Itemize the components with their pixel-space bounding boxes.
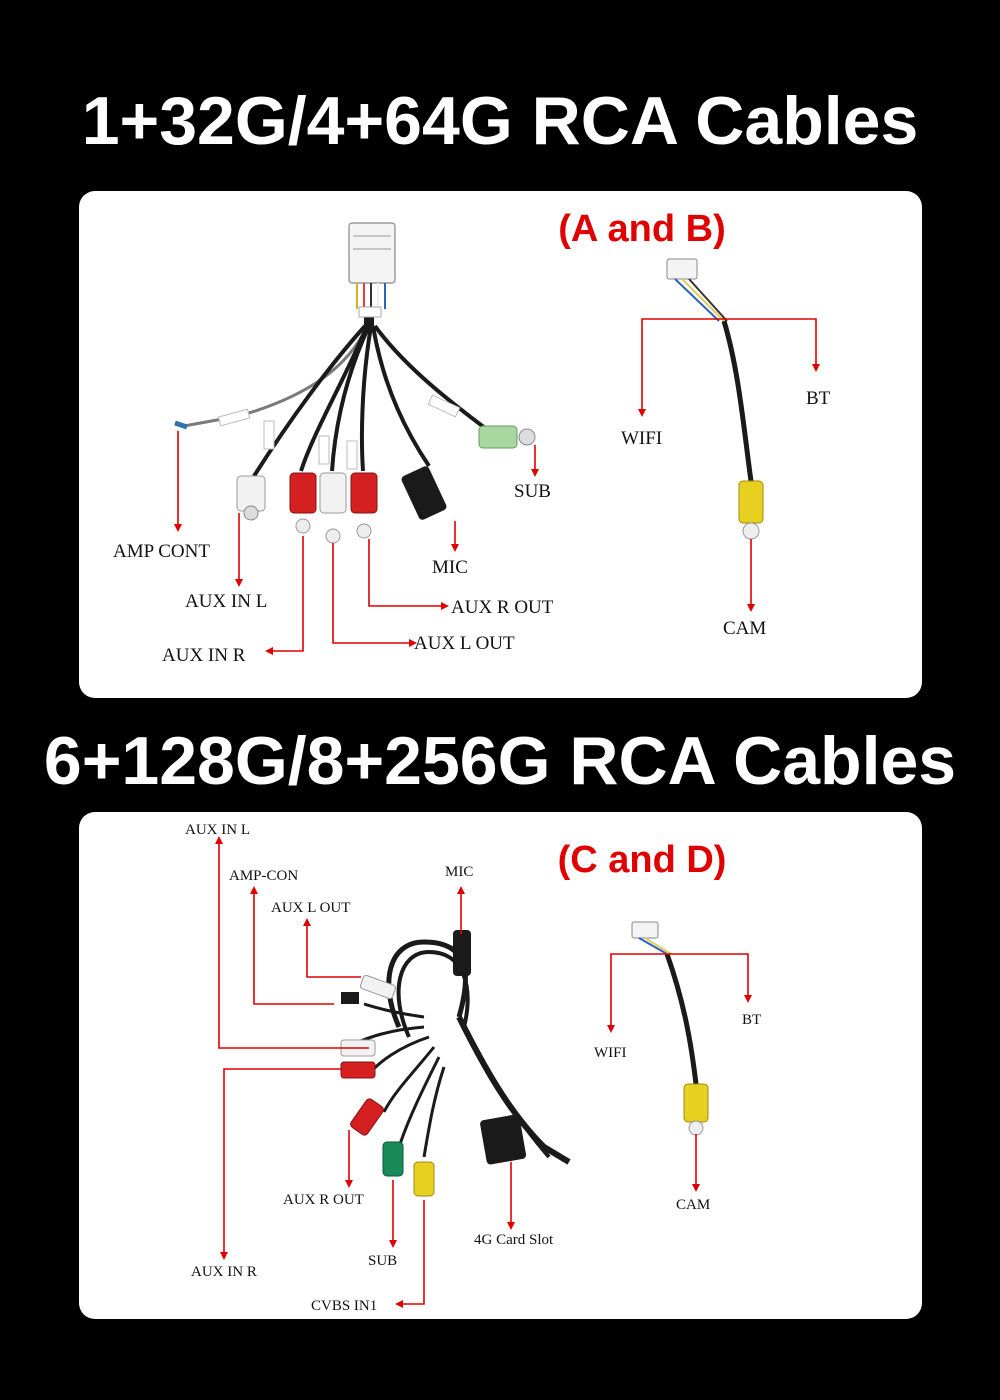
subtitle-c-d: (C and D) (558, 839, 727, 881)
label-aux-in-r-cd: AUX IN R (191, 1264, 257, 1280)
rca-yellow-cvbs (413, 1161, 435, 1197)
cable-diagram-c-d: (C and D) AUX IN L AMP-CON AUX L OUT MIC… (79, 812, 922, 1319)
rca-green-sub-cd (382, 1141, 404, 1177)
amp-con-plug (341, 992, 359, 1004)
label-4g-card-slot: 4G Card Slot (474, 1232, 554, 1248)
label-aux-r-out-cd: AUX R OUT (283, 1192, 364, 1208)
label-sub-cd: SUB (368, 1253, 397, 1269)
label-wifi-cd: WIFI (594, 1045, 627, 1061)
cable-diagram-c-d-svg: (C and D) AUX IN L AMP-CON AUX L OUT MIC… (185, 822, 761, 1314)
label-aux-r-out: AUX R OUT (451, 597, 554, 618)
label-wifi: WIFI (621, 428, 662, 449)
main-harness-cd (215, 836, 571, 1308)
section-c-title: 6+128G/8+256G RCA Cables (43, 723, 957, 799)
arrows-cam-cd (607, 953, 752, 1192)
label-mic-cd: MIC (445, 864, 473, 880)
harness-connector (348, 222, 396, 284)
rca-red-aux-in-r-cd (340, 1061, 376, 1079)
label-aux-l-out-cd: AUX L OUT (271, 900, 350, 916)
label-sub: SUB (514, 481, 551, 502)
mic-plug-cd (453, 930, 471, 976)
camera-cable-ab (638, 258, 820, 612)
label-bt: BT (806, 388, 831, 409)
mic-plug (401, 466, 447, 520)
rca-red-aux-r-out-cd (350, 1098, 384, 1136)
cable-diagram-a-b: (A and B) AMP CONT AUX IN L AUX IN R AUX… (79, 191, 922, 698)
rca-red-aux-r-out (350, 472, 378, 539)
arrows-cam-ab (638, 318, 820, 612)
label-aux-in-l-cd: AUX IN L (185, 822, 250, 838)
label-amp-cont: AMP CONT (113, 541, 210, 562)
label-aux-in-l: AUX IN L (185, 591, 267, 612)
rca-green-sub (478, 425, 536, 449)
label-amp-con: AMP-CON (229, 868, 298, 884)
label-cam-cd: CAM (676, 1197, 710, 1213)
label-cam: CAM (723, 618, 766, 639)
section-a-title: 1+32G/4+64G RCA Cables (81, 83, 919, 159)
cable-diagram-a-b-svg: (A and B) AMP CONT AUX IN L AUX IN R AUX… (113, 208, 831, 666)
camera-cable-cd (607, 921, 752, 1192)
card-slot-block (480, 1114, 527, 1165)
label-aux-l-out: AUX L OUT (414, 633, 515, 654)
rca-yellow-cam-cd (683, 1083, 709, 1123)
label-aux-in-r: AUX IN R (162, 645, 246, 666)
rca-white-aux-l-out-cd (359, 974, 397, 1000)
subtitle-a-b: (A and B) (558, 208, 725, 250)
rca-white-aux-in-l (236, 475, 266, 521)
label-mic: MIC (432, 557, 468, 578)
main-harness-ab (174, 222, 539, 655)
rca-yellow-cam (738, 480, 764, 524)
label-bt-cd: BT (742, 1012, 761, 1028)
label-cvbs-in1: CVBS IN1 (311, 1298, 377, 1314)
arrows-main-cd (215, 836, 515, 1308)
rca-red-aux-in-r (289, 472, 317, 534)
rca-white-aux-l-out (319, 472, 347, 544)
arrows-main-ab (174, 431, 539, 655)
